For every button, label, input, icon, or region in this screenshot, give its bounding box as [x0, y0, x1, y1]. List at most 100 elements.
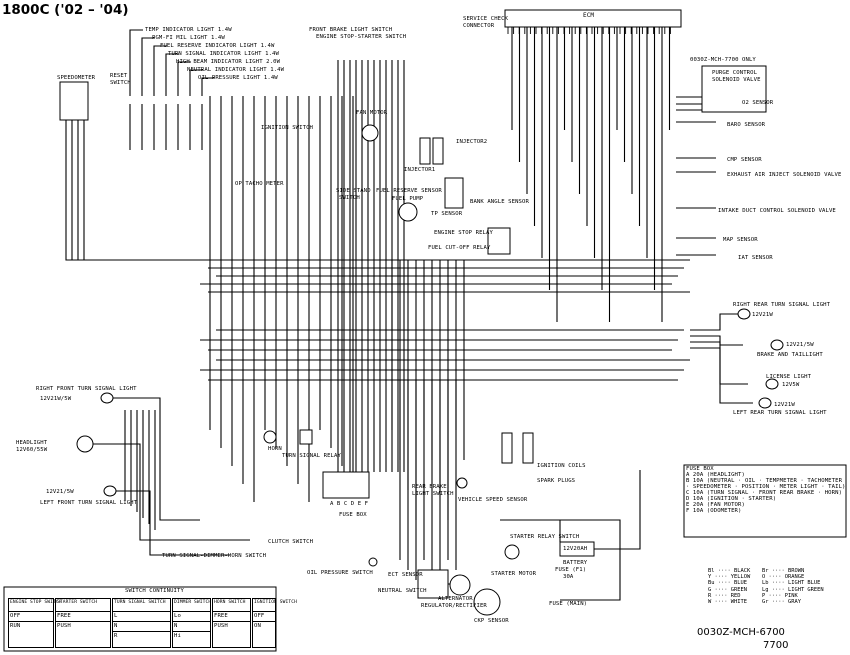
battery-label: BATTERY [563, 560, 588, 566]
fuse-line: F 10A (ODOMETER) [686, 508, 742, 514]
switch-row-divider [173, 611, 210, 612]
oil-pressure-sw-label: OIL PRESSURE SWITCH [307, 570, 373, 576]
indicator-highbeam: HIGH BEAM INDICATOR LIGHT 2.0W [176, 59, 281, 65]
switch-row-divider [213, 611, 250, 612]
main-fuse-sub-label: FUSE (F1) [555, 567, 587, 573]
turn-relay-label: TURN SIGNAL RELAY [282, 453, 341, 459]
wire [165, 53, 179, 96]
switch-panel-title: STARTER SWITCH [57, 600, 98, 605]
left-rear-turn-label: LEFT REAR TURN SIGNAL LIGHT [733, 410, 827, 416]
neutral-sw-label: NEUTRAL SWITCH [378, 588, 427, 594]
wire [690, 335, 743, 346]
spark-plugs-label: SPARK PLUGS [537, 478, 576, 484]
switch-panel-title: TURN SIGNAL SWITCH [114, 600, 166, 605]
color-row: Bu ···· BLUE Lb ···· LIGHT BLUE [708, 580, 821, 587]
license-bulb-icon [765, 378, 779, 390]
service-check-label-1: SERVICE CHECK [463, 16, 509, 22]
oil-pressure-switch-icon [368, 557, 378, 567]
switch-position: N [174, 623, 178, 629]
switch-position: Hi [174, 633, 181, 639]
switch-position: ON [254, 623, 261, 629]
switch-row-divider [253, 611, 275, 612]
wire [129, 29, 143, 96]
fuel-pump-label: FUEL PUMP [392, 196, 424, 202]
intake-duct-label: INTAKE DUCT CONTROL SOLENOID VALVE [718, 208, 836, 214]
part-number-1: 0030Z-MCH-6700 [697, 627, 785, 638]
speedometer-box [59, 81, 89, 121]
purge-label-1: PURGE CONTROL [712, 70, 758, 76]
regulator-label: REGULATOR/RECTIFIER [421, 603, 487, 609]
color-code: Lb ···· LIGHT BLUE [762, 580, 821, 587]
wire [201, 77, 215, 96]
front-brake-label: FRONT BRAKE LIGHT SWITCH [309, 27, 393, 33]
switch-position: FREE [57, 613, 71, 619]
license-label: LICENSE LIGHT [766, 374, 812, 380]
ecm-pins [507, 27, 671, 34]
wire [113, 397, 200, 521]
indicator-oil: OIL PRESSURE LIGHT 1.4W [198, 75, 278, 81]
color-code: Bu ···· BLUE [708, 580, 747, 587]
ect-label: ECT SENSOR [388, 572, 423, 578]
fuse-block-letters: A B C D E F [330, 501, 369, 507]
wire [153, 45, 167, 96]
fuel-pump-icon [398, 202, 418, 222]
switch-row-divider [9, 621, 53, 622]
right-front-turn-label: RIGHT FRONT TURN SIGNAL LIGHT [36, 386, 137, 392]
part-number-2: 7700 [763, 640, 789, 651]
switch-panel-title: ENGINE STOP SWITCH [10, 600, 62, 605]
fuse-box-legend: FUSE BOX A 20A (HEADLIGHT) B 10A (NEUTRA… [686, 466, 846, 536]
brake-tail-label: BRAKE AND TAILLIGHT [757, 352, 823, 358]
brake-bulb-label: 12V21/5W [786, 342, 814, 348]
battery-box [559, 541, 595, 557]
injector2-label: INJECTOR2 [456, 139, 488, 145]
switch-panel-title: HORN SWITCH [214, 600, 246, 605]
switch-row-divider [113, 611, 170, 612]
switch-panel-title: IGNITION SWITCH [254, 600, 297, 605]
reset-switch-label-2: SWITCH [110, 80, 131, 86]
color-code: O ···· ORANGE [762, 574, 805, 581]
vehicle-speed-label: VEHICLE SPEED SENSOR [458, 497, 528, 503]
left-front-turn-label: LEFT FRONT TURN SIGNAL LIGHT [40, 500, 138, 506]
switch-position: L [114, 613, 118, 619]
switch-position: RUN [10, 623, 21, 629]
ckp-sensor-icon [473, 588, 501, 616]
bank-angle-icon [444, 177, 464, 209]
starter-relay-label: STARTER RELAY SWITCH [510, 534, 580, 540]
lr-bulb-label: 12V21W [774, 402, 795, 408]
fan-motor-label: FAN MOTOR [356, 110, 388, 116]
switch-continuity-title: SWITCH CONTINUITY [125, 588, 184, 594]
speedometer-label: SPEEDOMETER [57, 75, 96, 81]
rr-bulb-icon [737, 308, 751, 320]
headlight-icon [76, 435, 94, 453]
injector2-box [432, 137, 444, 165]
rear-brake-label-2: LIGHT SWITCH [412, 491, 454, 497]
brake-bulb-icon [770, 339, 784, 351]
main-fuse-rating-label: 30A [563, 574, 574, 580]
ignition-coils-label: IGNITION COILS [537, 463, 586, 469]
fuse-line: C 10A (TURN SIGNAL · FRONT REAR BRAKE · … [686, 490, 843, 496]
wire [690, 347, 753, 404]
headlight-label-2: 12V60/55W [16, 447, 48, 453]
ignition-coil-1-icon [501, 432, 513, 464]
page-title: 1800C ('02 – '04) [2, 2, 129, 18]
op-tacho-label: OP TACHO METER [235, 181, 284, 187]
indicator-turn: TURN SIGNAL INDICATOR LIGHT 1.4W [168, 51, 279, 57]
turn-dimmer-label: TURN SIGNAL-DIMMER-HORN SWITCH [162, 553, 267, 559]
indicator-pgm: PGM-FI MIL LIGHT 1.4W [152, 35, 225, 41]
ecm-label: ECM [583, 12, 595, 19]
horn-label: HORN [268, 446, 282, 452]
iat-sensor-label: IAT SENSOR [738, 255, 773, 261]
switch-row-divider [173, 621, 210, 622]
switch-position: PUSH [214, 623, 228, 629]
